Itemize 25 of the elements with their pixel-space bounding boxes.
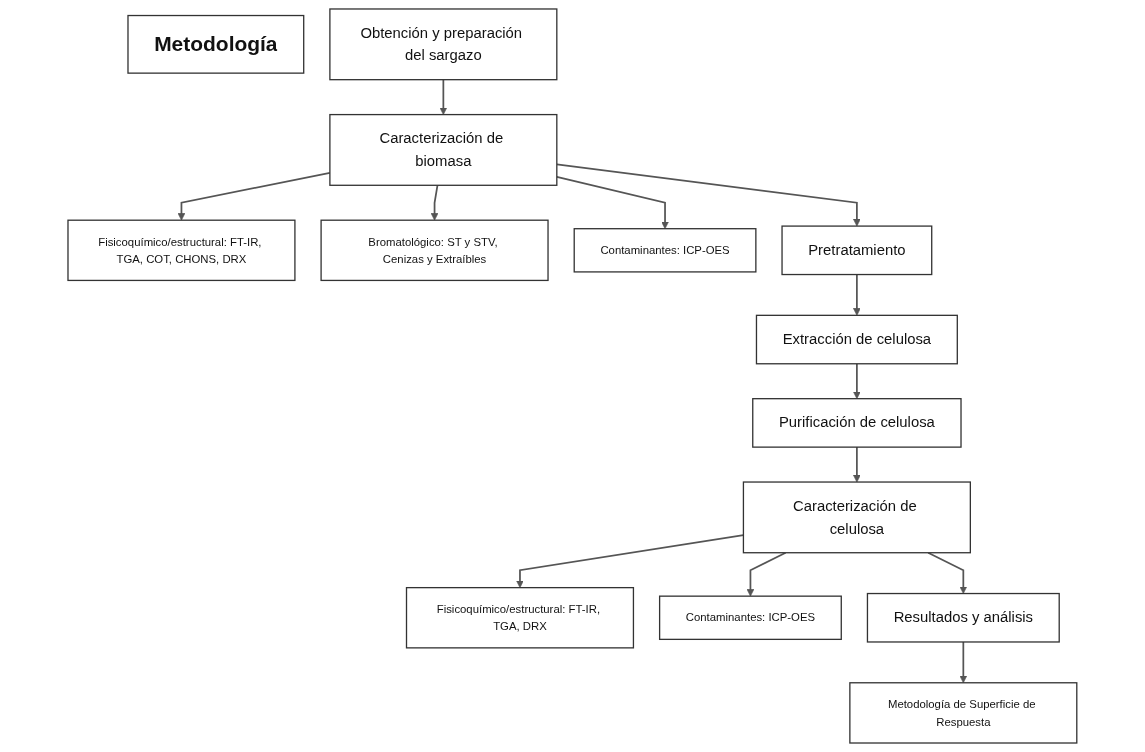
arrow — [853, 362, 861, 400]
arrow — [556, 176, 669, 230]
arrow — [746, 551, 787, 597]
node-box: Metodología — [127, 14, 305, 74]
node-box: Bromatológico: ST y STV, Cenizas y Extraíbles — [320, 219, 549, 282]
node-box: Fisicoquímico/estructural: FT-IR, TGA, DRX — [405, 587, 635, 649]
arrow — [927, 551, 968, 594]
arrow — [556, 163, 861, 227]
arrow — [853, 446, 861, 483]
node-box: Caracterización de celulosa — [742, 481, 972, 554]
arrow — [430, 184, 439, 221]
arrow — [853, 273, 861, 316]
arrow — [439, 78, 448, 115]
node-box: Pretratamiento — [781, 225, 933, 276]
node-box: Resultados y análisis — [866, 592, 1060, 643]
node-box: Obtención y preparación del sargazo — [329, 8, 558, 81]
node-box: Caracterización de biomasa — [329, 113, 558, 186]
node-box: Purificación de celulosa — [752, 398, 962, 448]
node-box: Extracción de celulosa — [755, 314, 959, 365]
node-box: Contaminantes: ICP-OES — [659, 595, 843, 640]
node-box: Metodología de Superficie de Respuesta — [849, 682, 1078, 744]
arrow — [177, 171, 331, 221]
node-box: Contaminantes: ICP-OES — [573, 228, 757, 273]
arrow — [959, 641, 968, 684]
node-box: Fisicoquímico/estructural: FT-IR, TGA, COT, CHONS, DRX — [67, 219, 296, 282]
